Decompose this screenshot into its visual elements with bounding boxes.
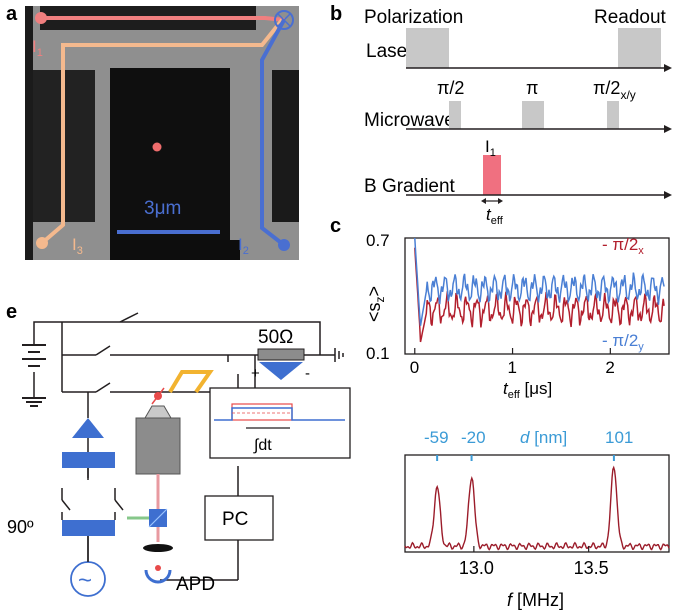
sem-dark-center	[110, 68, 230, 260]
plot-d-series	[404, 455, 670, 551]
mw-pulse-pi2xy	[607, 101, 619, 129]
depth-label-1: -59	[424, 428, 449, 447]
panel-e: e	[6, 301, 351, 597]
depth-label-2: -20	[461, 428, 486, 447]
spectrum-line	[404, 465, 670, 551]
mw-switch-top	[62, 452, 115, 468]
label-laser: Laser	[366, 41, 414, 62]
label-pc: PC	[222, 509, 248, 530]
panel-c: c 0.7 0.1 <sz> 0 1 2 teff [μs] - π/2x - π/…	[330, 215, 670, 401]
wire-i1-dot	[35, 12, 47, 24]
mw-amplifier-icon	[72, 418, 104, 438]
mw-switch-bottom	[62, 520, 115, 536]
panel-d: d d [nm] -59 -20 101 13.013.5 f [MHz]	[330, 426, 670, 610]
panel-label-a: a	[6, 3, 18, 25]
panel-label-e: e	[6, 301, 17, 323]
plot-d-xticks: 13.0 13.5	[459, 546, 609, 578]
teff-arrow-left	[481, 198, 486, 204]
panel-a: a 3μm I1 I3 I2	[6, 3, 299, 260]
pc-box	[204, 495, 274, 541]
label-plus: +	[251, 365, 260, 382]
xtick-d-label: 13.0	[459, 558, 494, 578]
label-resistor: 50Ω	[258, 327, 293, 348]
label-microwave: Microwave	[364, 110, 455, 131]
yellow-wire-icon	[168, 370, 214, 394]
depth-label-3: 101	[605, 428, 633, 447]
resistor-50ohm	[257, 348, 305, 361]
battery-icon	[22, 344, 46, 407]
beamsplitter-line	[148, 508, 168, 528]
current-pulse-i1	[483, 155, 501, 195]
mw-source-symbol: ~	[78, 567, 92, 594]
panel-label-c: c	[330, 215, 341, 237]
objective-tip	[144, 405, 172, 419]
plot-c-frame	[404, 237, 670, 355]
legend-c-x: - π/2x	[602, 235, 644, 257]
xtick-c-label: 0	[410, 358, 419, 377]
mw-pulse-pi	[522, 101, 544, 129]
wire-i2	[260, 19, 286, 247]
plot-c-xticks: 0 1 2	[410, 348, 615, 377]
signal-trace	[214, 407, 345, 421]
apd-focus-dot	[155, 565, 161, 571]
xtick-c-label: 2	[605, 358, 614, 377]
pinhole-icon	[143, 544, 173, 552]
panel-b: b Polarization Readout Laser Microwave π…	[330, 3, 672, 227]
label-i2: I2	[238, 235, 249, 257]
label-i3: I3	[72, 235, 83, 257]
label-i1: I1	[32, 37, 43, 59]
integrator-box	[209, 387, 351, 459]
series-line-pi2y	[414, 237, 665, 326]
xlabel-d: f [MHz]	[507, 590, 564, 610]
ground-circle-icon	[274, 10, 294, 30]
apd-detector-icon	[144, 569, 172, 584]
nv-center-dot	[152, 142, 162, 152]
laser-pulse-readout	[618, 28, 661, 68]
teff-arrow-right	[498, 198, 503, 204]
label-b-gradient: B Gradient	[364, 176, 456, 197]
ytick-c-top: 0.7	[366, 231, 390, 250]
label-pulse-i1: I1	[485, 137, 496, 159]
legend-c-y: - π/2y	[602, 331, 644, 353]
label-readout: Readout	[594, 7, 667, 28]
label-apd: APD	[176, 574, 215, 595]
label-pi2: π/2	[437, 78, 464, 98]
xlabel-c: teff [μs]	[503, 379, 552, 401]
xtick-c-label: 1	[508, 358, 517, 377]
ground-cross-b	[277, 13, 291, 27]
wire-i3	[40, 18, 284, 245]
plot-d-frame	[404, 454, 670, 553]
sem-dark-bottom-mid	[110, 240, 240, 260]
laser-pulse-polarization	[406, 28, 449, 68]
mw-axis-arrow	[664, 125, 672, 133]
label-integrator: ∫dt	[253, 437, 272, 454]
label-pi2xy: π/2x/y	[593, 78, 636, 102]
nv-arrow	[151, 387, 165, 405]
laser-axis-arrow	[664, 64, 672, 72]
objective-body	[135, 417, 181, 475]
label-phase: 90º	[7, 517, 34, 537]
scale-bar-label: 3μm	[144, 198, 181, 219]
plot-c-series	[414, 237, 665, 343]
ground-icon	[334, 348, 344, 362]
bgrad-axis-arrow	[664, 191, 672, 199]
label-minus: -	[305, 365, 310, 382]
label-teff: teff	[486, 205, 504, 227]
ylabel-c: <sz>	[364, 286, 387, 322]
wire-i3-dot	[36, 237, 48, 249]
diff-amplifier-icon	[259, 362, 303, 380]
sem-dark-left	[25, 6, 33, 260]
panel-label-b: b	[330, 3, 342, 25]
depth-label-title: d [nm]	[520, 428, 567, 447]
xtick-d-label: 13.5	[574, 558, 609, 578]
label-pi: π	[526, 78, 538, 98]
ytick-c-bottom: 0.1	[366, 344, 390, 363]
wire-i1	[41, 16, 286, 22]
mw-pulse-pi2	[449, 101, 461, 129]
wire-i2-dot	[278, 239, 290, 251]
label-polarization: Polarization	[364, 7, 463, 28]
sem-dark-right	[272, 70, 299, 222]
